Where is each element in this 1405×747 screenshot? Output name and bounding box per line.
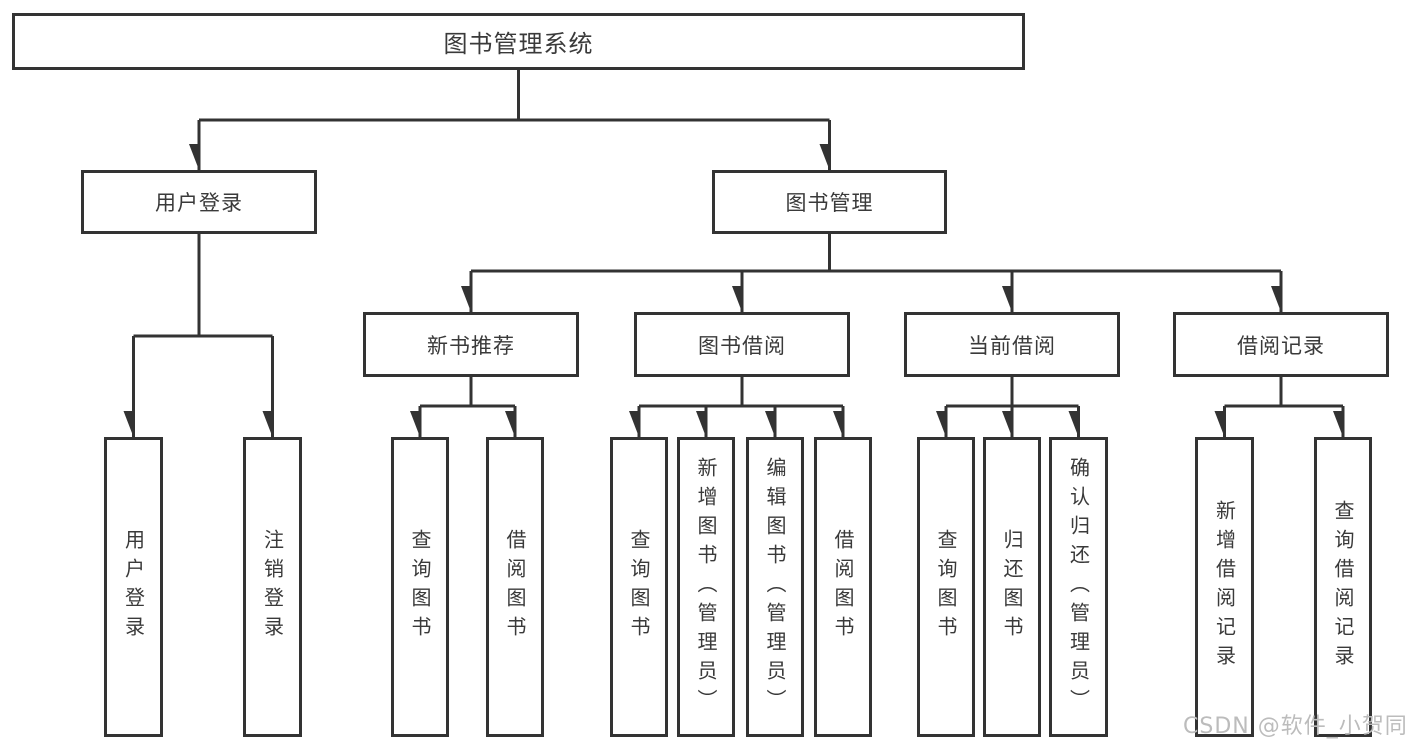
- node-new-book-recommend-label: 新书推荐: [427, 333, 515, 358]
- leaf-add-book-admin: 新增图书（管理员）: [677, 437, 735, 737]
- leaf-return-book: 归还图书: [983, 437, 1041, 737]
- leaf-add-borrow-record-label: 新增借阅记录: [1212, 500, 1237, 674]
- node-root: 图书管理系统: [12, 13, 1025, 70]
- leaf-logout-label: 注销登录: [260, 529, 285, 645]
- leaf-user-login-label: 用户登录: [121, 529, 146, 645]
- node-borrow-records: 借阅记录: [1173, 312, 1389, 377]
- leaf-add-book-admin-label: 新增图书（管理员）: [694, 456, 718, 718]
- node-book-management-label: 图书管理: [785, 191, 874, 215]
- csdn-watermark: CSDN @软件_小贺同学: [1183, 714, 1405, 739]
- leaf-query-borrow-record-label: 查询借阅记录: [1331, 500, 1355, 674]
- leaf-query-books-current-label: 查询图书: [934, 529, 958, 645]
- leaf-add-borrow-record: 新增借阅记录: [1195, 437, 1254, 737]
- leaf-query-books-recommend: 查询图书: [391, 437, 449, 737]
- node-root-label: 图书管理系统: [443, 30, 594, 58]
- node-user-login: 用户登录: [81, 170, 317, 234]
- leaf-confirm-return-admin-label: 确认归还（管理员）: [1066, 456, 1091, 718]
- leaf-borrow-books-borrowing: 借阅图书: [814, 437, 872, 737]
- leaf-query-books-borrowing: 查询图书: [610, 437, 668, 737]
- leaf-user-login: 用户登录: [104, 437, 163, 737]
- leaf-borrow-books-recommend-label: 借阅图书: [503, 529, 527, 645]
- leaf-edit-book-admin: 编辑图书（管理员）: [746, 437, 804, 737]
- leaf-query-books-recommend-label: 查询图书: [408, 529, 432, 645]
- node-new-book-recommend: 新书推荐: [363, 312, 579, 377]
- node-current-borrowing: 当前借阅: [904, 312, 1120, 377]
- leaf-return-book-label: 归还图书: [1000, 529, 1024, 645]
- leaf-borrow-books-recommend: 借阅图书: [486, 437, 544, 737]
- node-current-borrowing-label: 当前借阅: [968, 333, 1056, 358]
- leaf-query-books-borrowing-label: 查询图书: [627, 529, 651, 645]
- leaf-logout: 注销登录: [243, 437, 302, 737]
- node-user-login-label: 用户登录: [155, 191, 243, 215]
- node-book-borrowing: 图书借阅: [634, 312, 850, 377]
- node-borrow-records-label: 借阅记录: [1237, 333, 1325, 358]
- leaf-borrow-books-borrowing-label: 借阅图书: [831, 529, 855, 645]
- leaf-query-borrow-record: 查询借阅记录: [1314, 437, 1372, 737]
- leaf-query-books-current: 查询图书: [917, 437, 975, 737]
- leaf-edit-book-admin-label: 编辑图书（管理员）: [763, 456, 787, 718]
- node-book-management: 图书管理: [712, 170, 947, 234]
- node-book-borrowing-label: 图书借阅: [698, 333, 786, 358]
- leaf-confirm-return-admin: 确认归还（管理员）: [1049, 437, 1108, 737]
